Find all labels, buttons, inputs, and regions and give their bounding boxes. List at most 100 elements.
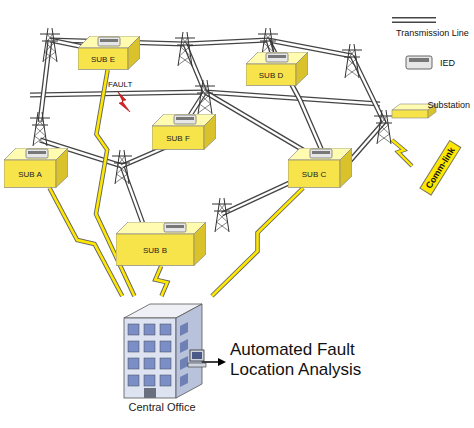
substation-label: SUB F [166,134,190,143]
comm-link [212,188,303,296]
analysis-title: Automated Fault Location Analysis [230,340,392,381]
substation-box [4,148,68,188]
tower-arm [374,116,394,117]
comm-link-outline [212,188,303,296]
computer-base [188,363,206,367]
legend-transmission-sample [392,20,436,21]
window [144,324,155,335]
tower-brace [34,127,44,136]
substation-box [78,36,140,70]
tower-brace [181,38,188,47]
tower-brace [381,116,388,125]
substation-box [152,114,216,150]
arrow-head [218,358,226,366]
ied-display [166,225,184,228]
substation-label: SUB A [18,170,42,179]
ied-display [268,55,286,58]
computer-screen [192,352,202,359]
tower-arm [212,204,232,205]
tower-arm [175,38,195,39]
window [128,375,139,386]
ied-device [98,37,120,46]
tower-brace [346,59,356,68]
tower-brace [37,118,44,127]
tower-brace [43,52,55,61]
substation-node: SUB B [116,222,206,266]
tower-brace [215,222,227,231]
tower-arm [195,86,215,87]
tower-leg [52,28,57,62]
ied-device [266,53,288,62]
tower-brace [116,165,126,174]
substation-front [116,234,194,266]
window [128,324,139,335]
tower-brace [216,213,226,222]
transmission-towers [30,28,394,232]
tower-arm [177,45,193,46]
window [144,375,155,386]
legend-commlink-sample [392,140,412,166]
tower-brace [349,50,356,59]
tower-arm [376,123,392,124]
substation-side [194,222,206,266]
comm-link-outline [155,266,167,296]
substation-top [116,222,206,234]
tower-brace [33,136,45,145]
substation-box [246,52,308,86]
tower-brace [218,204,225,213]
side-window [180,339,188,353]
tower-leg [187,32,192,66]
tower [195,80,215,114]
tower-brace [265,34,272,43]
tower-arm [114,163,130,164]
tower-brace [348,59,358,68]
side-window [180,373,188,387]
substation-node: SUB A [4,148,68,188]
tower [40,28,60,62]
tower-arm [112,156,132,157]
pointer-arrow [202,361,220,363]
tower-arm [344,57,360,58]
tower-arm [214,211,230,212]
substation-label: SUB B [143,246,167,255]
tower-brace [380,116,387,125]
tower-brace [115,174,127,183]
substation-side [56,148,68,188]
substation-front [288,160,340,188]
tower-brace [378,125,388,134]
substation-side [128,36,140,70]
building-front [124,318,176,398]
substation-side [340,148,352,188]
tower-brace [182,38,189,47]
tower-brace [44,43,54,52]
substation-front [78,48,128,70]
ied-device [310,149,332,158]
tower-brace [201,95,211,104]
tower-leg [377,110,382,144]
tower-brace [216,222,228,231]
tower-leg [178,32,183,66]
tower-arm [342,50,362,51]
tower [175,32,195,66]
tower-brace [262,43,272,52]
window [160,358,171,369]
office-node: Central Office [110,296,214,414]
ied-display [312,151,330,154]
tower-brace [179,47,189,56]
tower-brace [346,68,358,77]
fault-label: FAULT [108,80,132,89]
substation-side [296,52,308,86]
tower-arm [42,41,58,42]
tower-brace [118,156,125,165]
tower-leg [345,44,350,78]
substation-label: SUB D [259,71,283,80]
tower-brace [36,127,46,136]
tower-leg [124,150,129,184]
tower-leg [42,112,47,146]
tower-brace [201,86,208,95]
tower-brace [118,165,128,174]
tower-arm [258,34,278,35]
tower-brace [34,136,46,145]
window [144,358,155,369]
tower-brace [178,56,190,65]
